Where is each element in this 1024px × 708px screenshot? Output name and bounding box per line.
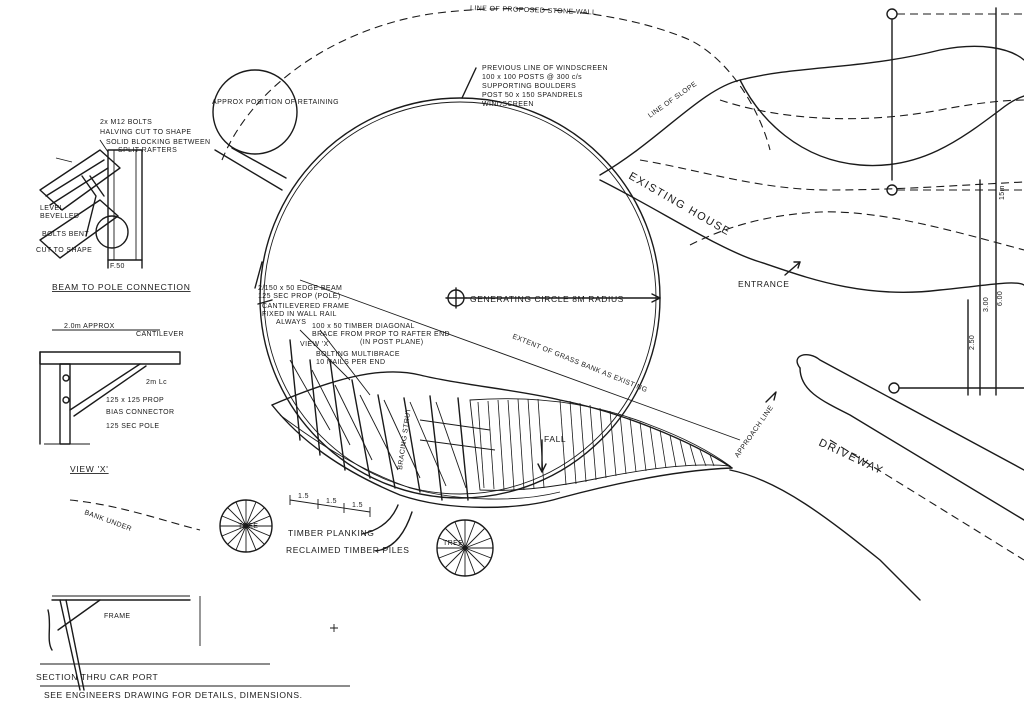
approach-arrow	[765, 391, 777, 403]
radius-arrow	[651, 293, 661, 303]
line-of-slope-label: LINE OF SLOPE	[647, 81, 698, 120]
wall-spec-notes: PREVIOUS LINE OF WINDSCREEN 100 x 100 PO…	[482, 65, 608, 108]
proposed-stone-wall-label: LINE OF PROPOSED STONE WALL	[470, 5, 596, 16]
existing-house-top-curve	[599, 45, 1024, 176]
dim-right-1: 15m	[999, 185, 1006, 200]
existing-house-label: EXISTING HOUSE	[627, 170, 733, 238]
svg-text:SUPPORTING BOULDERS: SUPPORTING BOULDERS	[482, 83, 576, 90]
existing-house-dashed-3	[719, 99, 1024, 120]
svg-text:BOLTING MULTIBRACE: BOLTING MULTIBRACE	[316, 351, 400, 358]
tree-2	[436, 519, 494, 577]
bank-under-label: BANK UNDER	[83, 509, 132, 533]
beam-note-1: 2x M12 BOLTS	[100, 119, 152, 126]
view-x-note-1: 2m Lc	[146, 379, 167, 386]
deck-edge-beam	[279, 414, 561, 500]
entrance-leader	[784, 261, 801, 276]
svg-text:100 x 50 TIMBER DIAGONAL: 100 x 50 TIMBER DIAGONAL	[312, 323, 415, 330]
existing-house-dashed-1	[639, 159, 1024, 191]
existing-house-bottom-curve	[599, 179, 1024, 293]
piles-leader	[375, 511, 413, 552]
beam-note-4: SPLIT RAFTERS	[118, 147, 177, 154]
view-x-title: VIEW 'X'	[70, 464, 109, 474]
driveway-label: DRIVEWAY	[817, 437, 886, 478]
grass-bank-label: EXTENT OF GRASS BANK AS EXISTING	[511, 333, 648, 394]
svg-text:POST 50 x 150 SPANDRELS: POST 50 x 150 SPANDRELS	[482, 92, 583, 99]
beam-note-9: F.50	[110, 263, 125, 270]
hatched-bank	[469, 398, 732, 491]
deck-frames	[289, 329, 496, 501]
deck-dimensions	[289, 495, 371, 517]
beam-to-pole-detail	[39, 139, 143, 269]
driveway-outer-edge	[729, 469, 921, 601]
svg-text:PREVIOUS LINE OF WINDSCREEN: PREVIOUS LINE OF WINDSCREEN	[482, 65, 608, 72]
timber-planking-label: TIMBER PLANKING	[288, 528, 374, 538]
section-title: SECTION THRU CAR PORT	[36, 672, 158, 682]
dim-right-3: 6.00	[997, 291, 1004, 306]
cross-mark	[330, 624, 338, 632]
tree-1	[219, 499, 273, 553]
notes-leader-2	[257, 299, 273, 305]
beam-note-6: BEVELLED	[40, 213, 79, 220]
beam-to-pole-title: BEAM TO POLE CONNECTION	[52, 282, 191, 292]
dim-right-2: 3.00	[983, 297, 990, 312]
fall-arrow	[537, 439, 547, 473]
planking-leader	[361, 504, 399, 535]
svg-text:CANTILEVERED FRAME: CANTILEVERED FRAME	[262, 303, 349, 310]
svg-text:2/150 x 50 EDGE BEAM: 2/150 x 50 EDGE BEAM	[258, 285, 342, 292]
deck-inner-edge	[271, 371, 733, 469]
structural-notes: 2/150 x 50 EDGE BEAM 125 SEC PROP (POLE)…	[258, 285, 450, 366]
beam-note-7: BOLTS BENT	[42, 231, 89, 238]
footer-note: SEE ENGINEERS DRAWING FOR DETAILS, DIMEN…	[44, 690, 303, 700]
deck-outer-edge	[271, 404, 733, 509]
svg-text:(IN POST PLANE): (IN POST PLANE)	[360, 339, 423, 346]
view-x-note-4: 125 SEC POLE	[106, 423, 159, 430]
view-x-note-2: 125 x 125 PROP	[106, 397, 164, 404]
view-x-note-3: BIAS CONNECTOR	[106, 409, 174, 416]
entrance-arrow	[793, 261, 801, 269]
retaining-leader	[214, 149, 283, 191]
dim-1-5-b: 1.5	[326, 498, 337, 505]
svg-text:125 SEC PROP (POLE): 125 SEC PROP (POLE)	[258, 293, 341, 300]
tree-1-label: TREE	[238, 523, 258, 530]
view-x-dim: 2.0m APPROX	[64, 323, 115, 330]
fall-label: FALL	[544, 434, 566, 444]
svg-text:100 x 100 POSTS @ 300 c/s: 100 x 100 POSTS @ 300 c/s	[482, 74, 582, 81]
beam-note-8: CUT TO SHAPE	[36, 247, 92, 254]
view-x-cantilever: CANTILEVER	[136, 331, 184, 338]
proposed-stone-wall-line	[221, 8, 771, 161]
driveway-lower-edge	[799, 367, 1024, 521]
beam-note-3: SOLID BLOCKING BETWEEN	[106, 139, 211, 146]
grass-bank-line	[299, 279, 741, 441]
dim-1-5-a: 1.5	[298, 493, 309, 500]
dim-right-4: 2.50	[969, 335, 976, 350]
grid-markers	[886, 7, 1024, 396]
dim-1-5-c: 1.5	[352, 502, 363, 509]
generating-circle-label: GENERATING CIRCLE 8M RADIUS	[470, 294, 624, 304]
beam-note-5: LEVEL	[40, 205, 64, 212]
approach-label: APPROACH LINE	[734, 404, 775, 459]
wall-spec-leader	[461, 67, 477, 99]
beam-note-2: HALVING CUT TO SHAPE	[100, 129, 192, 136]
svg-text:VIEW 'X': VIEW 'X'	[300, 341, 330, 348]
view-x-detail	[39, 329, 181, 445]
svg-text:10 NAILS PER END: 10 NAILS PER END	[316, 359, 385, 366]
svg-text:ALWAYS: ALWAYS	[276, 319, 306, 326]
existing-house-dashed-2	[689, 211, 1024, 251]
timber-piles-label: RECLAIMED TIMBER PILES	[286, 545, 410, 555]
retaining-circle	[212, 69, 298, 155]
tree-2-label: TREE	[443, 540, 463, 547]
svg-text:BRACE FROM PROP TO RAFTER END: BRACE FROM PROP TO RAFTER END	[312, 331, 450, 338]
retaining-label: APPROX POSITION OF RETAINING	[212, 99, 339, 106]
entrance-label: ENTRANCE	[738, 279, 790, 289]
section-car-port	[40, 595, 350, 691]
bank-under-line	[69, 499, 201, 531]
svg-text:WINDSCREEN: WINDSCREEN	[482, 101, 534, 108]
existing-house-inner-curve	[739, 79, 1024, 167]
retaining-leader-2	[231, 147, 287, 179]
notes-leader-1	[254, 261, 263, 289]
svg-text:FIXED IN WALL RAIL: FIXED IN WALL RAIL	[262, 311, 337, 318]
section-frame-label: FRAME	[104, 613, 131, 620]
driveway-upper-edge	[796, 354, 1024, 471]
